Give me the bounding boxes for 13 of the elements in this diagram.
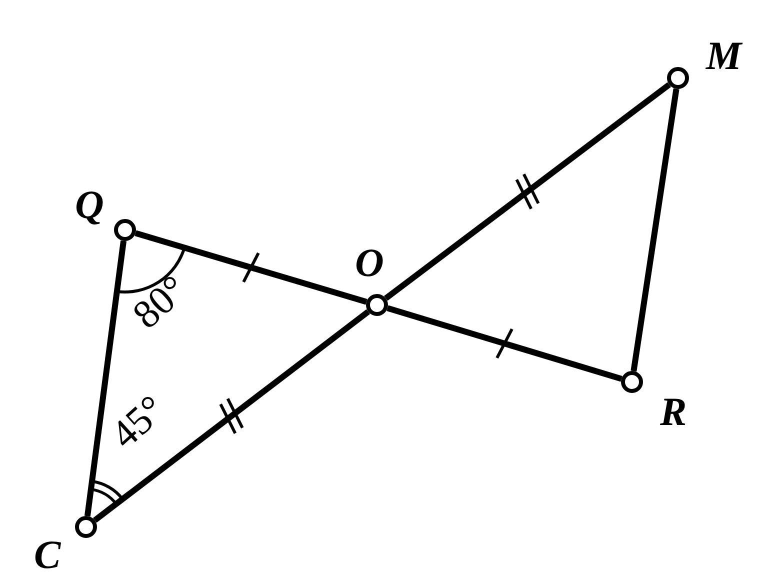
point-label: R bbox=[660, 392, 687, 432]
line-segment bbox=[630, 88, 680, 372]
point-label: C bbox=[34, 535, 61, 575]
angle-label: 45° bbox=[104, 388, 172, 456]
point-label: M bbox=[706, 36, 742, 76]
line-segment bbox=[384, 82, 672, 301]
point-label: Q bbox=[75, 185, 104, 225]
line-segment bbox=[84, 240, 127, 516]
line-segment bbox=[386, 305, 622, 382]
line-segment bbox=[134, 230, 368, 305]
point-label: O bbox=[355, 243, 384, 283]
angle-label: 80° bbox=[126, 268, 194, 336]
line-segment bbox=[92, 309, 370, 523]
